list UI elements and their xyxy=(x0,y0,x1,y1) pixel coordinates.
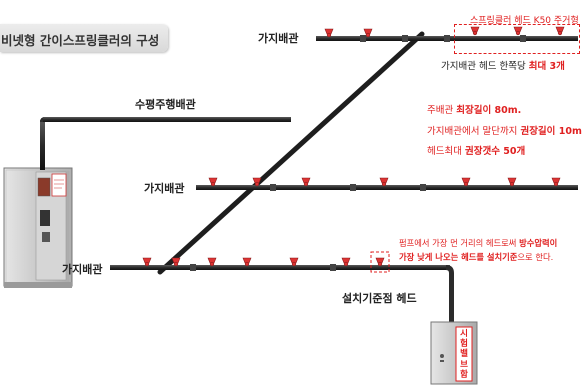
label-horizontal-main: 수평주행배관 xyxy=(135,98,196,111)
riser-pipe xyxy=(40,117,50,170)
reference-head-highlight xyxy=(370,251,390,273)
branch-pipe-bottom xyxy=(110,264,454,330)
sprinkler-head-icon xyxy=(171,257,181,267)
head-count-note: 가지배관 헤드 한쪽당 최대 3개 xyxy=(441,61,565,72)
title-banner xyxy=(0,24,168,52)
branch-pipe-top xyxy=(316,35,578,42)
reference-note-line1: 펌프에서 가장 먼 거리의 헤드로써 방수압력이 xyxy=(399,238,558,248)
head-type-label: 스프링클러 헤드 K50 주거형 xyxy=(470,16,579,26)
head-group-highlight xyxy=(454,24,580,54)
sprinkler-head-icon xyxy=(363,28,373,38)
sprinkler-head-icon xyxy=(341,257,351,267)
page-title: 비넷형 간이스프링클러의 구성 xyxy=(1,33,160,48)
diagonal-main-pipe xyxy=(157,31,425,275)
reference-head-label: 설치기준점 헤드 xyxy=(342,292,417,305)
sprinkler-heads xyxy=(142,26,565,267)
branch-pipe-middle xyxy=(196,184,578,191)
label-branch-middle: 가지배관 xyxy=(144,182,185,195)
sprinkler-head-icon xyxy=(555,26,565,36)
label-branch-bottom: 가지배관 xyxy=(62,263,103,276)
sprinkler-head-icon xyxy=(142,257,152,267)
sprinkler-head-icon xyxy=(289,257,299,267)
label-branch-top: 가지배관 xyxy=(258,32,299,45)
sprinkler-head-icon xyxy=(252,177,262,187)
test-valve-box xyxy=(430,321,478,385)
branch-length-note: 가지배관에서 말단까지 권장길이 10m xyxy=(427,126,582,137)
main-pipe-length-note: 주배관 최장길이 80m. xyxy=(427,105,522,116)
pump-cabinet xyxy=(3,167,73,288)
sprinkler-head-icon xyxy=(324,28,334,38)
sprinkler-head-icon xyxy=(375,257,385,267)
test-valve-label: 시험밸브함 xyxy=(460,329,468,380)
sprinkler-head-icon xyxy=(551,177,561,187)
sprinkler-head-icon xyxy=(379,177,389,187)
sprinkler-head-icon xyxy=(301,177,311,187)
sprinkler-head-icon xyxy=(207,257,217,267)
sprinkler-head-icon xyxy=(461,177,471,187)
head-max-count-note: 헤드최대 권장갯수 50개 xyxy=(427,146,526,157)
sprinkler-head-icon xyxy=(242,257,252,267)
horizontal-main-pipe xyxy=(43,117,291,122)
sprinkler-head-icon xyxy=(470,26,480,36)
reference-note-line2: 가장 낮게 나오는 헤드를 설치기준으로 한다. xyxy=(399,252,554,262)
sprinkler-head-icon xyxy=(513,26,523,36)
sprinkler-head-icon xyxy=(507,177,517,187)
sprinkler-head-icon xyxy=(208,177,218,187)
